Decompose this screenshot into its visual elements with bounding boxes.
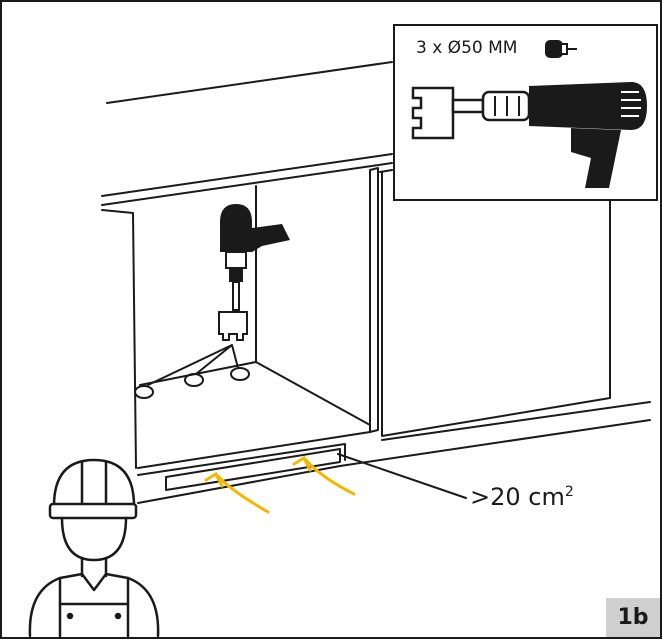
ventilation-leader-line — [337, 453, 467, 499]
countertop-front-edge — [101, 153, 393, 197]
hole-saw-icon — [218, 311, 248, 341]
ventilation-area-exponent: 2 — [564, 484, 574, 500]
drilled-hole — [134, 385, 154, 399]
drill-bit-spec-label: 3 x Ø50 MM — [416, 38, 518, 58]
worker-helmet-icon — [28, 458, 160, 638]
inset-drill-drawing — [411, 40, 647, 188]
plinth-upper-line — [381, 401, 651, 441]
cabinet-divider-panel — [369, 167, 379, 433]
ventilation-slot — [165, 448, 341, 491]
cabinet-plinth-top — [137, 443, 346, 476]
countertop-underside-edge — [101, 162, 393, 206]
ventilation-area-value: >20 cm — [470, 483, 565, 511]
drilled-hole — [230, 367, 250, 381]
hole-pointer-lines — [147, 344, 239, 386]
cabinet-door — [381, 171, 611, 437]
cabinet-floor-edge — [139, 361, 371, 426]
countertop-back-edge — [106, 61, 393, 104]
drill-icon — [218, 204, 290, 341]
hole-saw-icon — [545, 40, 577, 58]
drilled-hole — [184, 373, 204, 387]
ventilation-area-label: >20 cm2 — [470, 483, 574, 511]
cabinet-bottom-rail — [137, 431, 371, 469]
drill-icon — [529, 82, 647, 188]
drill-spec-inset — [393, 24, 658, 201]
airflow-arrow-icon — [204, 455, 356, 514]
plinth-line — [137, 419, 651, 504]
hole-saw-icon — [411, 86, 455, 140]
figure-badge: 1b — [606, 598, 660, 637]
cabinet-left-wall — [101, 209, 137, 469]
